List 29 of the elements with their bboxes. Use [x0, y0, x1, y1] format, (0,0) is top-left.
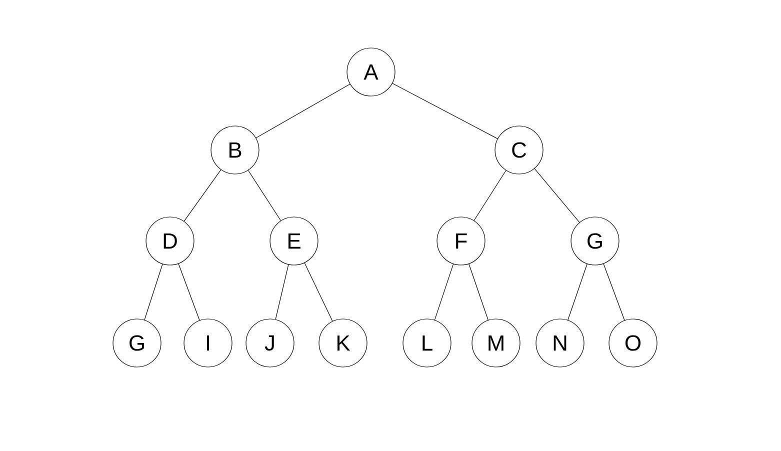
- tree-node: A: [346, 48, 396, 96]
- tree-node: F: [436, 216, 486, 266]
- tree-node: N: [536, 318, 584, 368]
- tree-edge: [304, 262, 333, 322]
- tree-node: L: [402, 318, 452, 368]
- tree-edge: [468, 264, 488, 320]
- tree-node: C: [494, 126, 544, 174]
- tree-node: J: [246, 318, 294, 368]
- tree-node: E: [270, 216, 318, 266]
- tree-edge: [603, 263, 625, 321]
- tree-edge: [434, 264, 454, 320]
- tree-node: I: [184, 318, 232, 368]
- tree-edge: [256, 84, 350, 138]
- tree-node: D: [146, 216, 194, 266]
- tree-node: K: [318, 318, 368, 368]
- tree-node: M: [472, 318, 520, 368]
- tree-edge: [184, 169, 222, 222]
- tree-edge: [568, 264, 588, 320]
- tree-edge: [144, 264, 163, 320]
- tree-edge: [534, 168, 580, 223]
- tree-edge: [178, 263, 200, 321]
- tree-edge: [474, 170, 506, 221]
- tree-edge: [248, 170, 282, 221]
- tree-node: O: [608, 318, 658, 368]
- tree-node: B: [210, 126, 260, 174]
- tree-edge: [392, 83, 498, 139]
- tree-edge: [275, 264, 289, 320]
- tree-node: G: [570, 216, 620, 266]
- tree-node: G: [112, 318, 162, 368]
